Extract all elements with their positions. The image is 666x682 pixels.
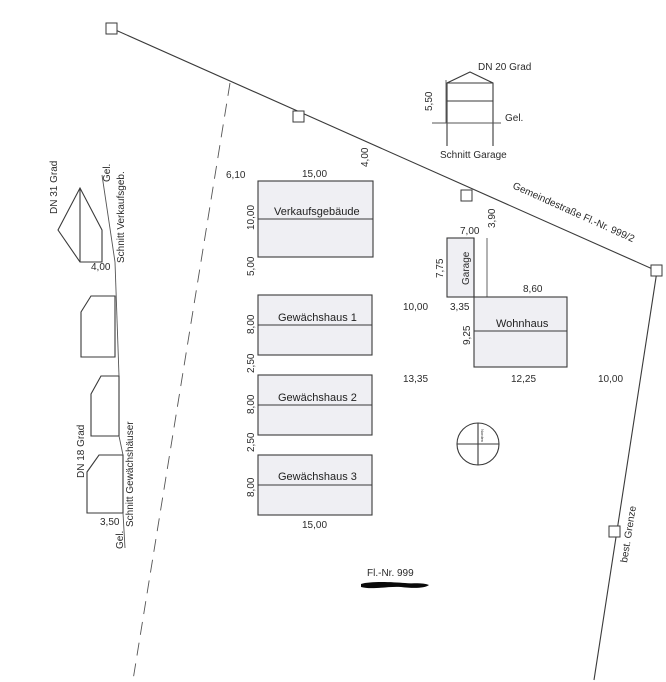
verkauf-section-roof: DN 31 Grad [49, 161, 60, 214]
parcel-redaction [361, 582, 429, 589]
left-dashed-boundary [132, 82, 231, 681]
gh3-name: Gewächshaus 3 [278, 471, 357, 483]
dim-right-gap: 10,00 [598, 374, 623, 385]
wohnhaus-top-length: 8,60 [523, 284, 543, 295]
gewaechs-section-gel: Gel. [115, 531, 126, 549]
building-wohnhaus [473, 296, 568, 368]
gh1-depth: 8,00 [246, 314, 257, 334]
garage-name: Garage [461, 251, 472, 285]
section-garage [432, 71, 501, 146]
boundary-marker [460, 189, 473, 202]
section-gewaechshaeuser [80, 261, 126, 549]
wohnhaus-offset: 3,35 [450, 302, 470, 313]
garage-section-roof: DN 20 Grad [478, 62, 531, 73]
wohnhaus-width: 12,25 [511, 374, 536, 385]
road-boundary-line [110, 27, 658, 272]
dim-gap-2: 2,50 [246, 353, 257, 373]
gh1-name: Gewächshaus 1 [278, 312, 357, 324]
garage-section-gel: Gel. [505, 113, 523, 124]
dim-road-gap: 4,00 [360, 147, 371, 167]
garage-section-height: 5,50 [424, 91, 435, 111]
dim-mid-bottom: 13,35 [403, 374, 428, 385]
garage-setback: 3,90 [487, 208, 498, 228]
boundary-marker [650, 264, 663, 277]
verkauf-section-gel: Gel. [102, 164, 113, 182]
gh2-name: Gewächshaus 2 [278, 392, 357, 404]
dim-gap-1: 5,00 [246, 256, 257, 276]
dim-mid-top: 10,00 [403, 302, 428, 313]
north-label: Norden [480, 429, 485, 442]
boundary-marker [292, 110, 305, 123]
wohnhaus-depth: 9,25 [462, 325, 473, 345]
dim-gap-3: 2,50 [246, 432, 257, 452]
north-arrow: Norden [456, 422, 500, 466]
gh2-depth: 8,00 [246, 394, 257, 414]
road-label: Gemeindestraße Fl.-Nr. 999/2 [511, 181, 637, 245]
dim-left-top: 6,10 [226, 170, 246, 181]
gewaechs-section-roof: DN 18 Grad [76, 425, 87, 478]
boundary-marker [105, 22, 118, 35]
parcel-label: Fl.-Nr. 999 [367, 568, 414, 579]
garage-depth: 7,75 [435, 258, 446, 278]
verkauf-section-height: 4,00 [91, 262, 111, 273]
boundary-label: best. Grenze [619, 505, 639, 564]
verkauf-depth: 10,00 [246, 205, 257, 230]
verkauf-name: Verkaufsgebäude [274, 206, 360, 218]
verkauf-section-title: Schnitt Verkaufsgeb. [116, 171, 127, 263]
wohnhaus-name: Wohnhaus [496, 318, 549, 330]
gh3-width: 15,00 [302, 520, 327, 531]
gewaechs-section-title: Schnitt Gewächshäuser [125, 421, 136, 527]
boundary-marker [608, 525, 621, 538]
gh3-depth: 8,00 [246, 477, 257, 497]
verkauf-width: 15,00 [302, 169, 327, 180]
garage-section-title: Schnitt Garage [440, 150, 507, 161]
garage-width: 7,00 [460, 226, 480, 237]
section-verkauf [57, 174, 116, 263]
right-boundary-line [593, 270, 658, 681]
gewaechs-section-height: 3,50 [100, 517, 120, 528]
